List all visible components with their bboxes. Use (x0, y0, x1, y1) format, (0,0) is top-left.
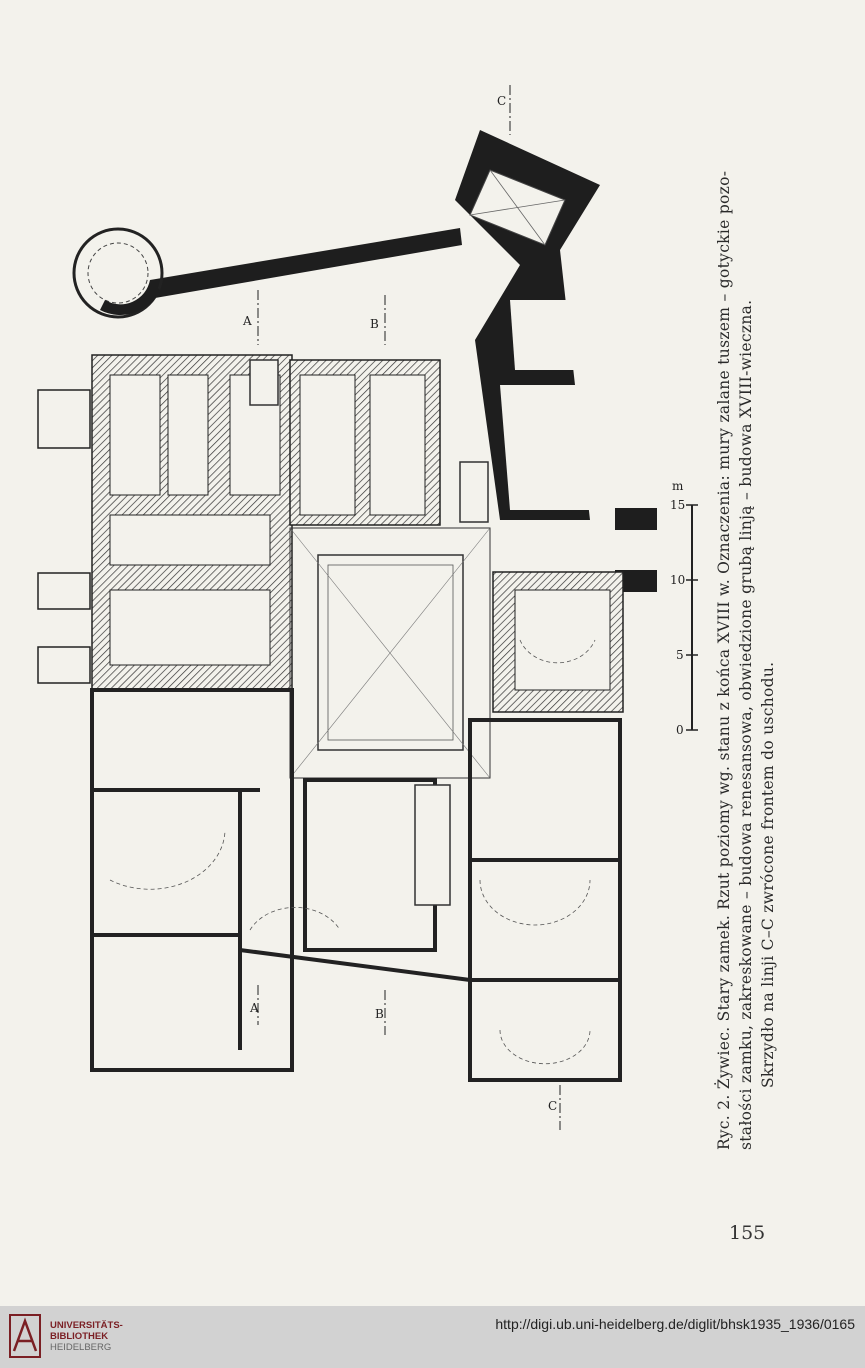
scale-tick-5: 5 (676, 648, 684, 662)
courtyard (289, 527, 491, 779)
caption-line-2: stałości zamku, zakreskowane – budowa re… (737, 299, 755, 1150)
scale-tick-10: 10 (670, 573, 685, 587)
scale-tick-0: 0 (676, 723, 684, 737)
university-seal-icon[interactable] (8, 1313, 42, 1359)
vault-outlines (109, 639, 596, 1065)
section-label-b-bottom: B (375, 1007, 384, 1021)
source-url-link[interactable]: http://digi.ub.uni-heidelberg.de/diglit/… (495, 1316, 855, 1332)
page-number: 155 (729, 1222, 766, 1244)
section-label-a-bottom: A (249, 1001, 259, 1015)
library-name[interactable]: UNIVERSITÄTS- BIBLIOTHEK HEIDELBERG (50, 1320, 123, 1353)
caption-line-3: Skrzydło na linji C–C zwrócone frontem d… (759, 661, 777, 1088)
eighteenth-century-wing (90, 688, 622, 1082)
viewer-footer (0, 1306, 865, 1368)
section-label-c-top: C (497, 94, 506, 108)
scale-unit: m (672, 479, 684, 493)
section-label-b-top: B (370, 317, 379, 331)
book-page: A B C A B C 0 5 10 15 m Ryc. 2. Żywiec. … (37, 50, 779, 1244)
section-label-a-top: A (242, 314, 252, 328)
scale-tick-15: 15 (670, 498, 685, 512)
castle-floor-plan: A B C A B C 0 5 10 15 m (37, 85, 698, 1130)
section-lines (257, 85, 561, 1130)
section-label-c-bottom: C (548, 1099, 557, 1113)
figure-caption: Ryc. 2. Żywiec. Stary zamek. Rzut poziom… (713, 50, 779, 1150)
library-line-2: BIBLIOTHEK (50, 1331, 109, 1342)
caption-line-1: Ryc. 2. Żywiec. Stary zamek. Rzut poziom… (715, 170, 733, 1150)
library-line-3: HEIDELBERG (50, 1342, 112, 1353)
gothic-remains (72, 130, 657, 592)
library-line-1: UNIVERSITÄTS- (50, 1320, 123, 1331)
scale-bar: 0 5 10 15 m (670, 479, 698, 737)
staircase (249, 359, 489, 906)
renaissance-wing (37, 354, 624, 713)
